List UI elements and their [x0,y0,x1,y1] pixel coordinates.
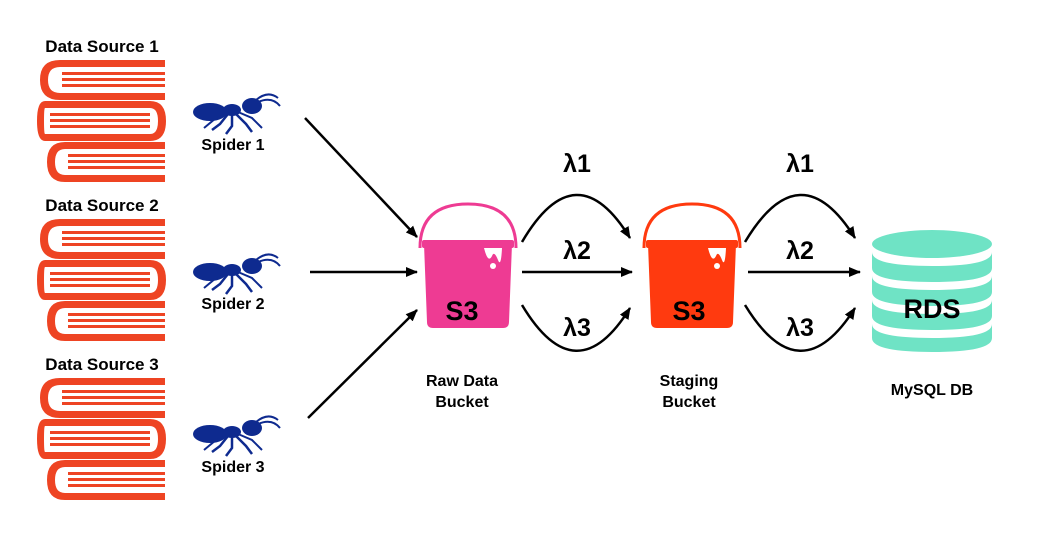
books-icon [37,378,166,500]
ant-icon [193,416,280,456]
arrow-lambda3-stage1 [520,304,632,352]
lambda-label: λ1 [786,150,814,178]
data-source-title: Data Source 3 [45,355,158,374]
spider-1: Spider 1 [193,94,280,154]
raw-bucket-caption-line1: Raw Data [426,373,498,390]
data-source-3: Data Source 3 [37,355,166,500]
data-source-title: Data Source 1 [45,37,158,56]
arrow-lambda3-stage2 [743,304,857,352]
spider-label: Spider 2 [201,296,264,313]
rds-database: RDS MySQL DB [872,230,992,399]
arrow-lambda1-stage1 [520,193,632,243]
raw-bucket-caption-line2: Bucket [435,394,489,411]
books-icon [37,219,166,341]
staging-bucket-label: S3 [672,296,705,326]
ant-icon [193,94,280,134]
spider-label: Spider 1 [201,137,264,154]
lambda-label: λ3 [786,314,814,342]
arrow-lambda1-stage2 [743,193,857,243]
data-source-title: Data Source 2 [45,196,158,215]
data-source-1: Data Source 1 [37,37,166,182]
ant-icon [193,254,280,294]
database-icon [872,230,992,352]
arrow-spider3-to-raw [307,309,418,419]
raw-bucket-label: S3 [445,296,478,326]
books-icon [37,60,166,182]
spider-label: Spider 3 [201,459,264,476]
spider-3: Spider 3 [193,416,280,476]
database-caption: MySQL DB [891,382,973,399]
staging-bucket-caption-line1: Staging [660,373,719,390]
staging-bucket: S3 Staging Bucket [644,204,740,411]
lambda-label: λ3 [563,314,591,342]
data-source-2: Data Source 2 [37,196,166,341]
spider-2: Spider 2 [193,254,280,313]
lambda-label: λ2 [786,237,814,265]
arrow-spider1-to-raw [304,117,418,238]
lambda-label: λ1 [563,150,591,178]
raw-data-bucket: S3 Raw Data Bucket [420,204,516,411]
lambda-label: λ2 [563,237,591,265]
staging-bucket-caption-line2: Bucket [662,394,716,411]
rds-label: RDS [903,294,960,324]
